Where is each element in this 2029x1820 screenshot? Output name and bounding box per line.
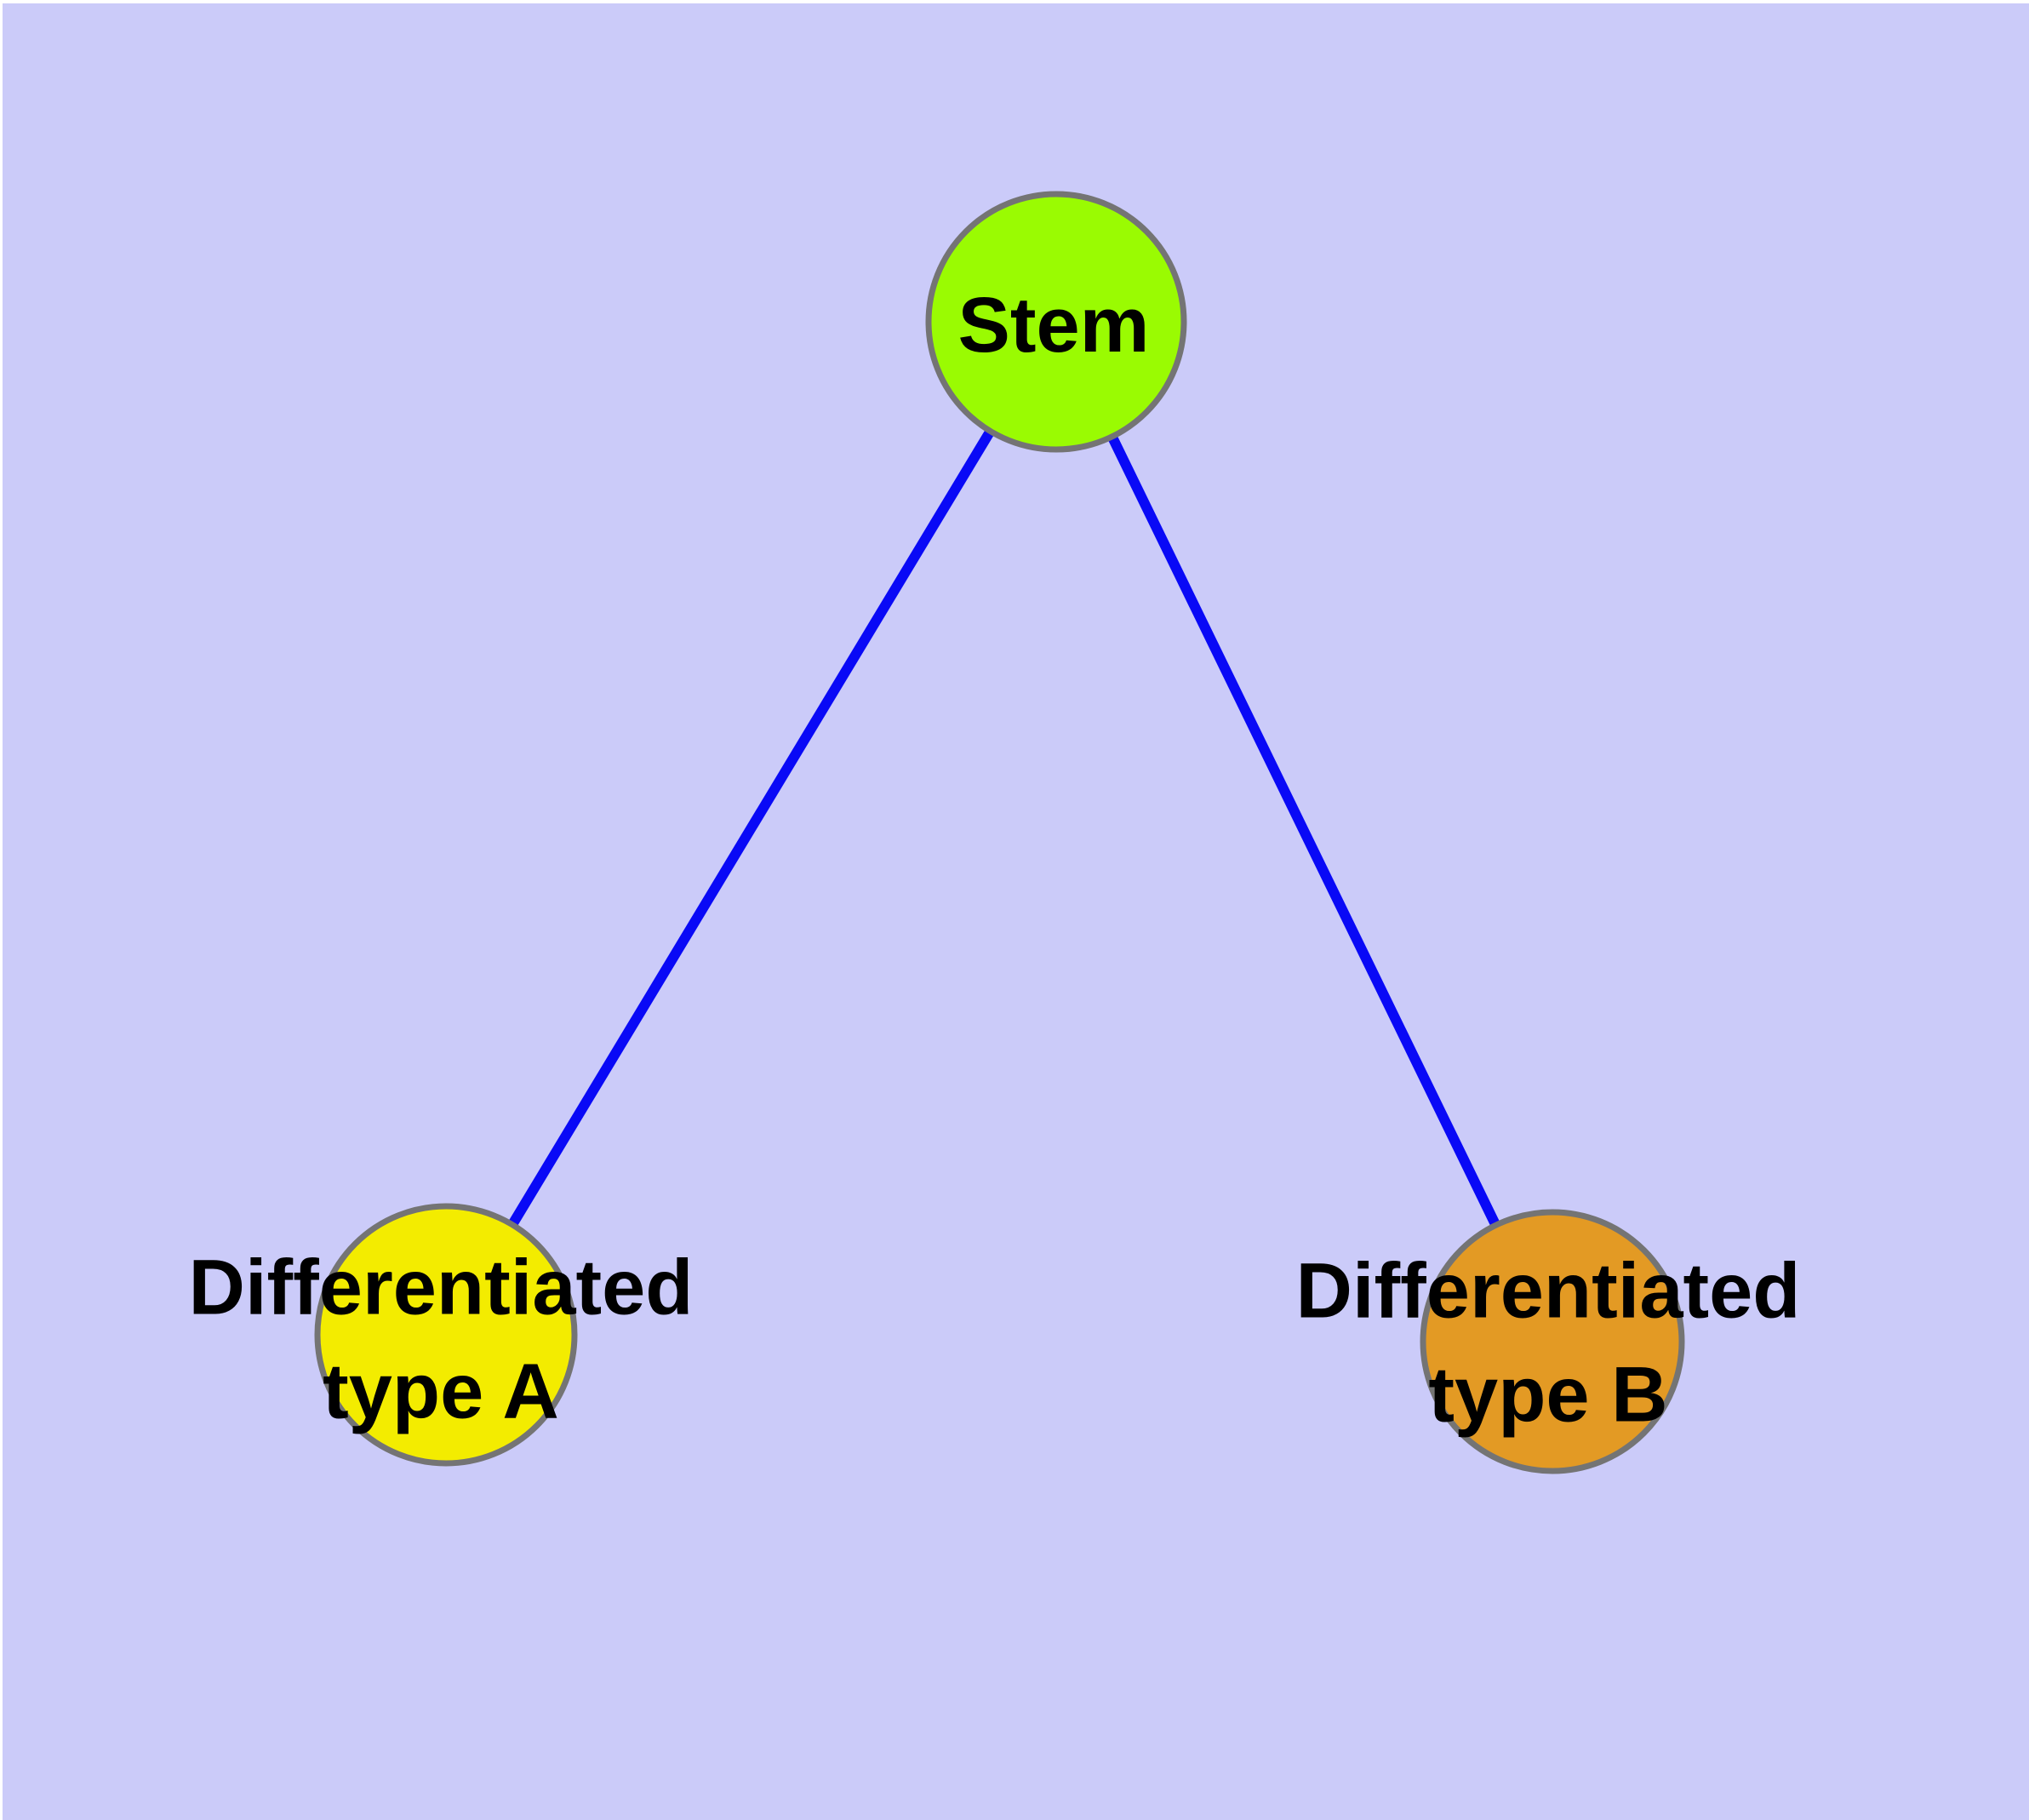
edge-stem-to-type-b bbox=[1051, 319, 1557, 1344]
graph-canvas: Stem Differentiated type A Differentiate… bbox=[3, 3, 2029, 1820]
node-stem-circle bbox=[925, 191, 1187, 453]
graph-svg bbox=[314, 191, 1685, 1474]
node-differentiated-type-b-circle bbox=[1420, 1209, 1685, 1474]
edge-stem-to-type-a bbox=[441, 318, 1061, 1338]
node-differentiated-type-a-circle bbox=[314, 1203, 578, 1467]
